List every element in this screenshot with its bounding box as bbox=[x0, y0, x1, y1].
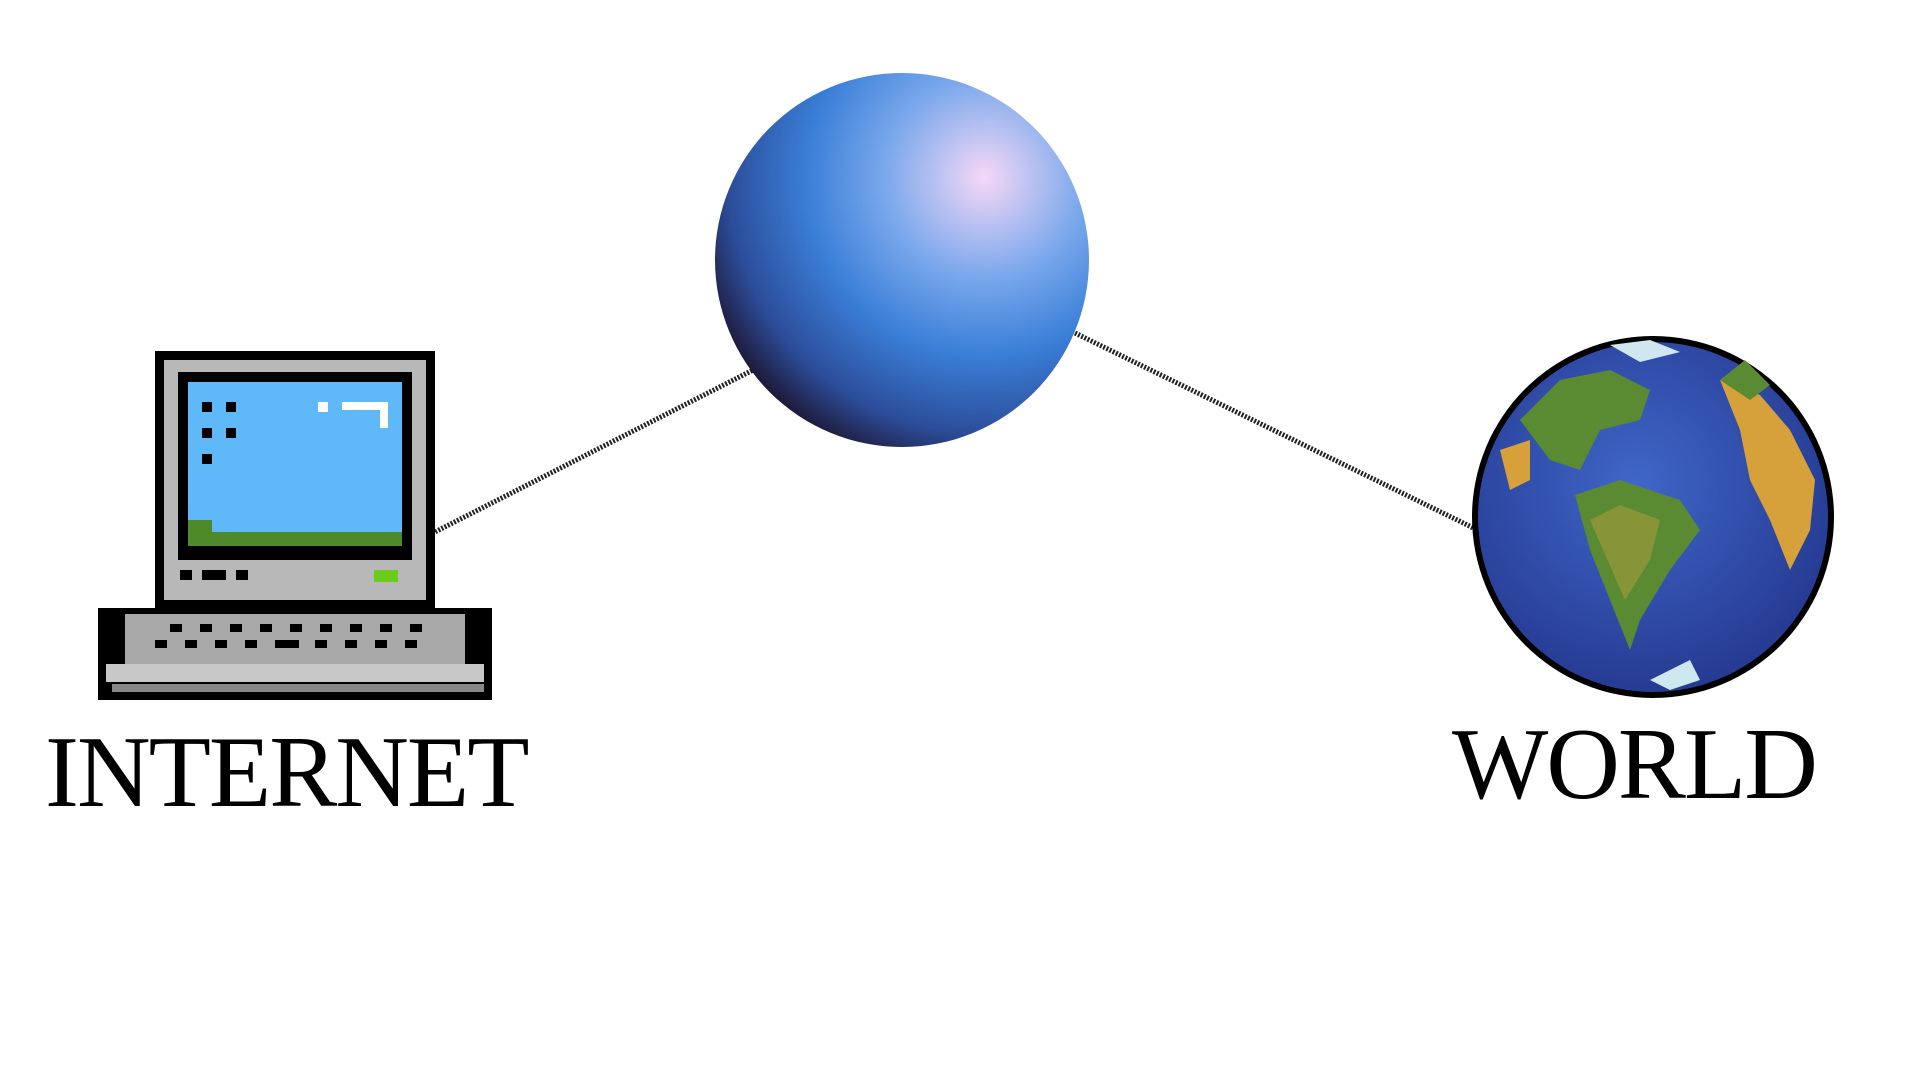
world-label: WORLD bbox=[1452, 708, 1818, 821]
globe-icon bbox=[1472, 336, 1834, 698]
internet-label: INTERNET bbox=[45, 716, 530, 829]
connection-line-left bbox=[427, 367, 755, 538]
sphere-icon bbox=[715, 73, 1089, 447]
connection-line-right bbox=[1073, 330, 1498, 542]
laptop-icon bbox=[98, 351, 492, 700]
